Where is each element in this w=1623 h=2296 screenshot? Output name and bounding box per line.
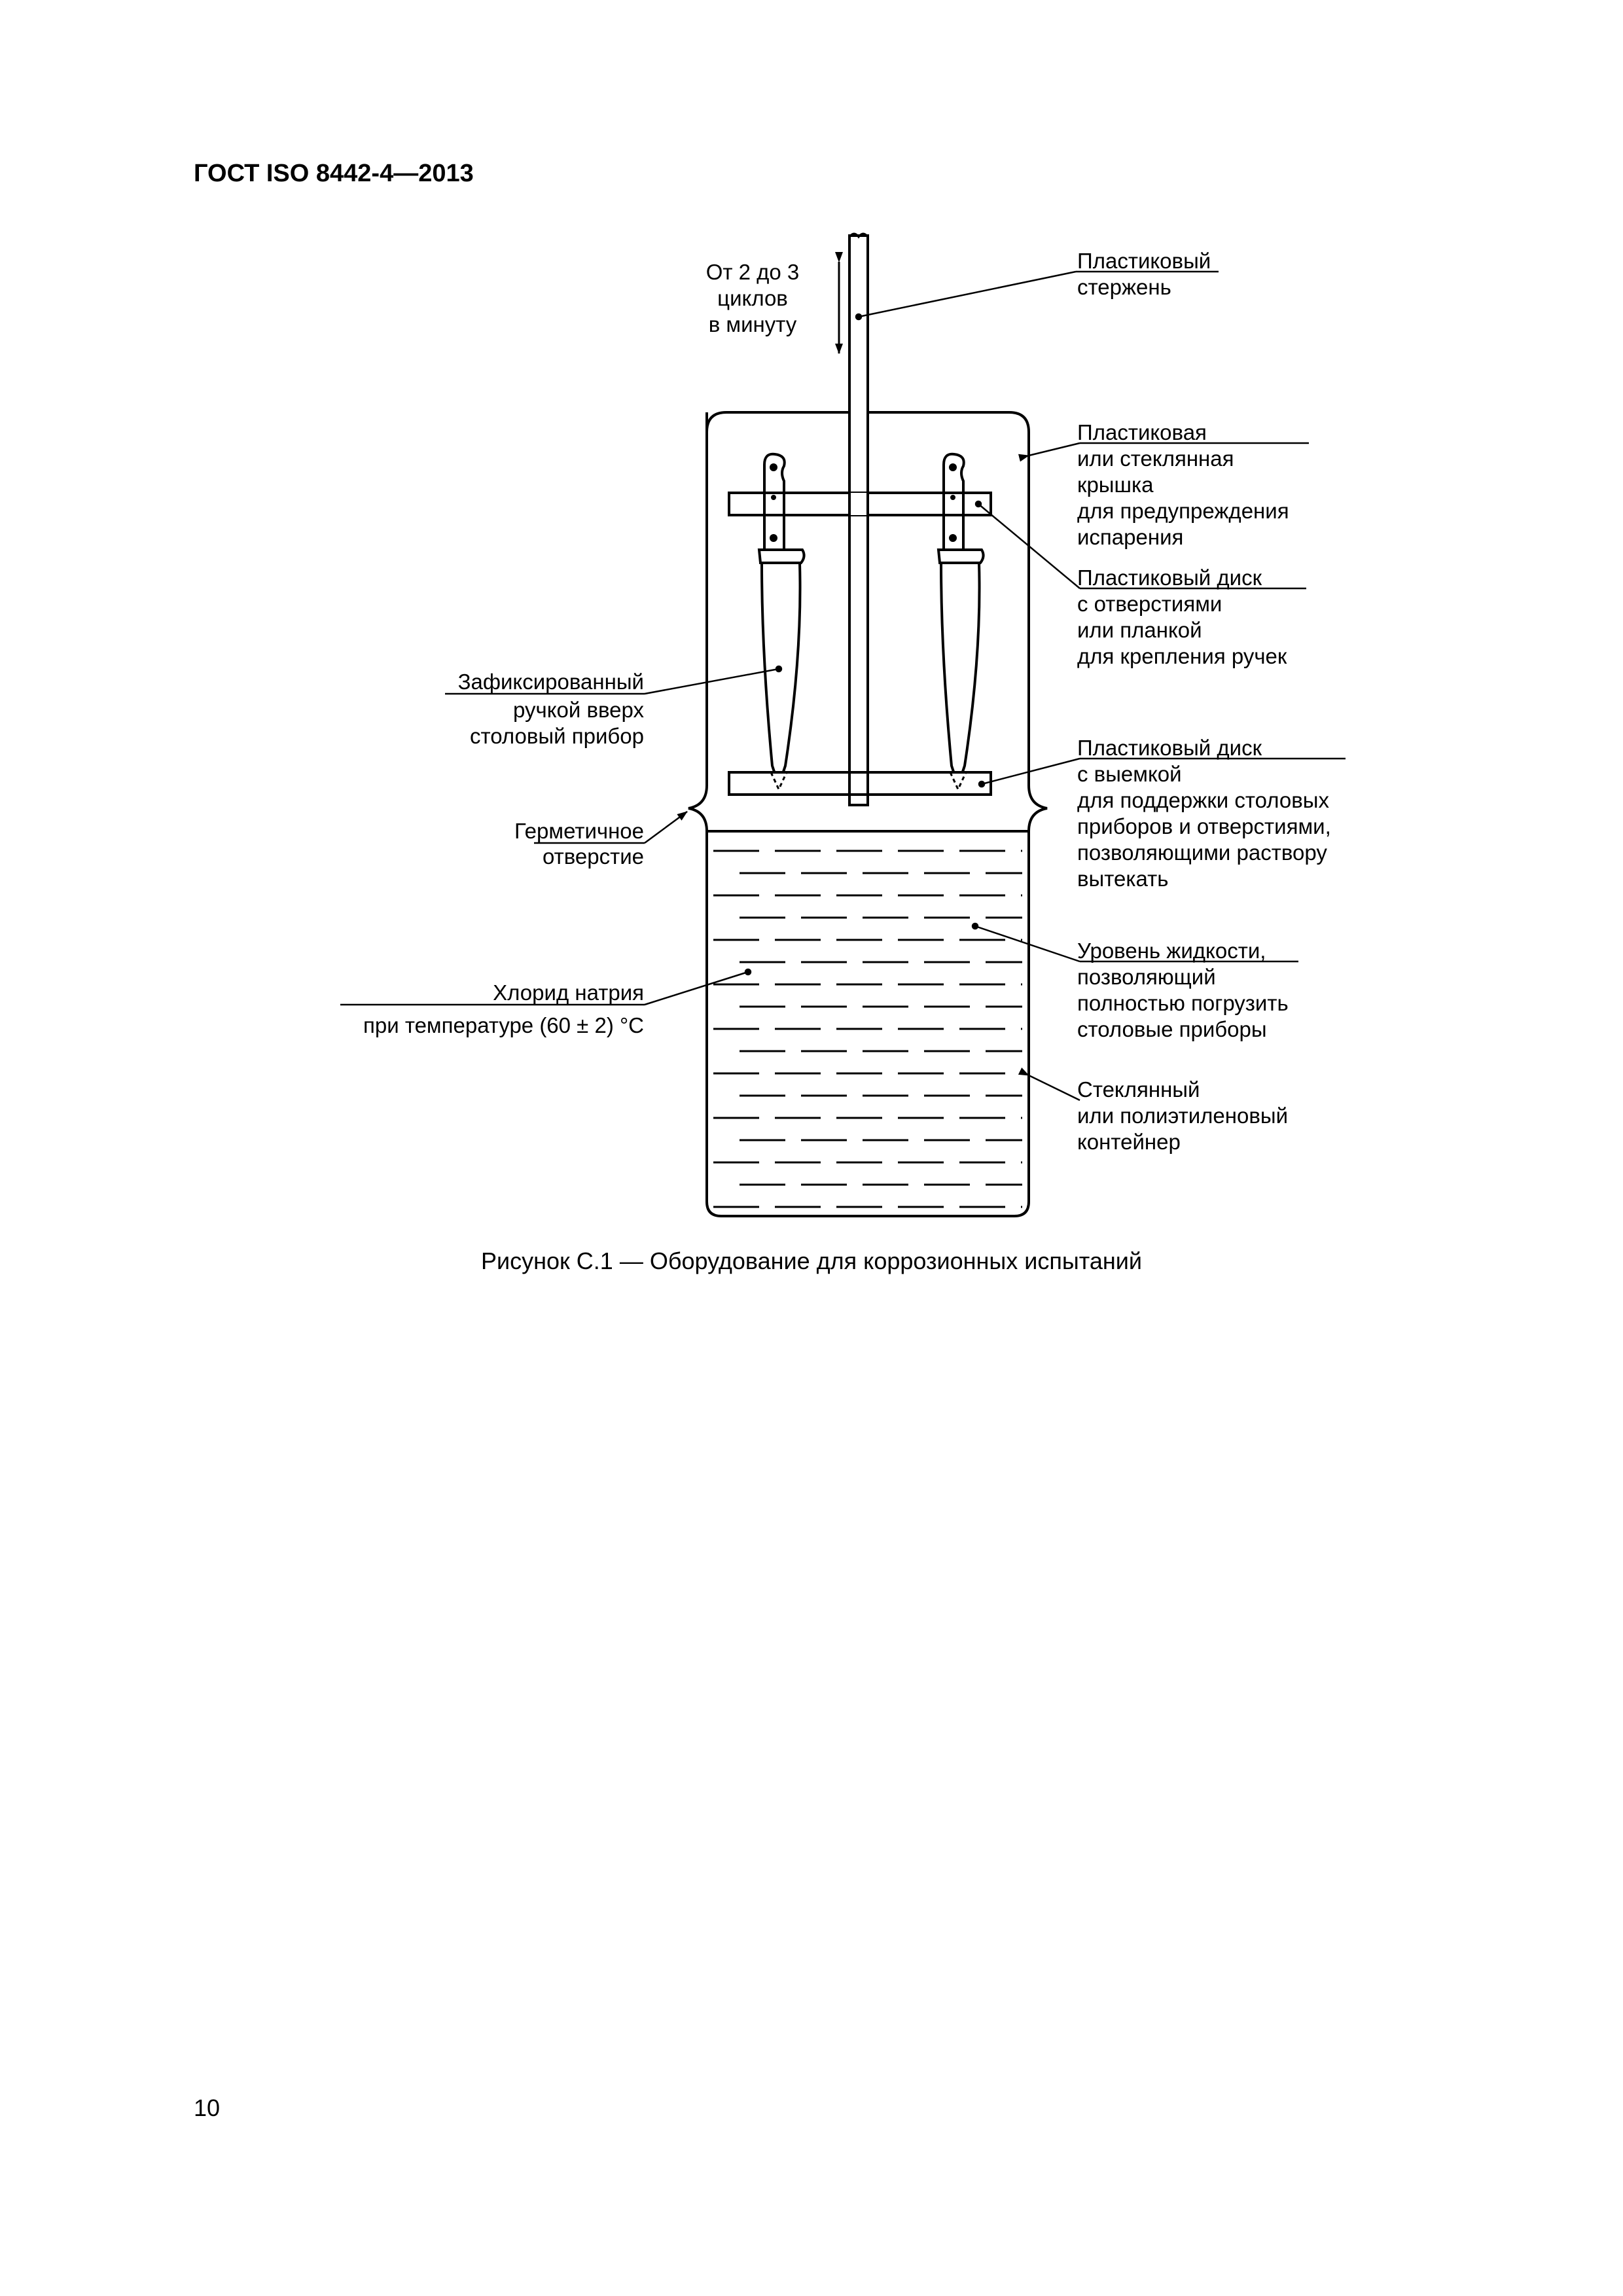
nacl-label-1: Хлорид натрия (493, 980, 644, 1005)
rate-label-line-3: в минуту (709, 312, 797, 336)
document-header: ГОСТ ISO 8442-4—2013 (194, 160, 474, 187)
rod-label-2: стержень (1077, 275, 1171, 299)
figure-caption: Рисунок C.1 — Оборудование для коррозион… (481, 1247, 1142, 1274)
page-number: 10 (194, 2094, 221, 2121)
bottom-disc-label-1: Пластиковый диск (1077, 736, 1262, 760)
top-disc-label-1: Пластиковый диск (1077, 565, 1262, 590)
nacl-label-2: при температуре (60 ± 2) °C (363, 1013, 644, 1037)
bottom-disc-label-6: вытекать (1077, 867, 1168, 891)
liquid-level-label-4: столовые приборы (1077, 1017, 1267, 1041)
bottom-disc-label-2: с выемкой (1077, 762, 1182, 786)
rod-label-1: Пластиковый (1077, 249, 1211, 273)
seal-label-1: Герметичное (514, 819, 644, 843)
container-label-1: Стеклянный (1077, 1077, 1200, 1102)
lid-label-4: для предупреждения (1077, 499, 1289, 523)
plastic-rod (848, 234, 869, 806)
lid-label-5: испарения (1077, 525, 1183, 549)
lid-label-3: крышка (1077, 473, 1154, 497)
lid-label-1: Пластиковая (1077, 420, 1207, 444)
lid-label-2: или стеклянная (1077, 446, 1234, 471)
container-label-3: контейнер (1077, 1130, 1181, 1154)
rate-label-line-2: циклов (717, 286, 788, 310)
top-disc-label-2: с отверстиями (1077, 592, 1222, 616)
liquid-level-label-1: Уровень жидкости, (1077, 939, 1266, 963)
liquid-hatching (713, 850, 1022, 1208)
cutlery-label-3: столовый прибор (470, 724, 644, 748)
cutlery-label-2: ручкой вверх (513, 698, 644, 722)
liquid-level-label-2: позволяющий (1077, 965, 1216, 989)
top-disc-label-4: для крепления ручек (1077, 644, 1287, 668)
container-label-2: или полиэтиленовый (1077, 1103, 1288, 1128)
bottom-disc-label-3: для поддержки столовых (1077, 788, 1329, 812)
bottom-disc-label-5: позволяющими раствору (1077, 840, 1327, 865)
cutlery-label-1: Зафиксированный (458, 670, 644, 694)
rate-label-line-1: От 2 до 3 (706, 260, 800, 284)
container-outline (688, 411, 1048, 1217)
liquid-level-label-3: полностью погрузить (1077, 991, 1289, 1015)
seal-label-2: отверстие (543, 844, 644, 869)
bottom-disc-label-4: приборов и отверстиями, (1077, 814, 1331, 838)
top-disc-label-3: или планкой (1077, 618, 1202, 642)
